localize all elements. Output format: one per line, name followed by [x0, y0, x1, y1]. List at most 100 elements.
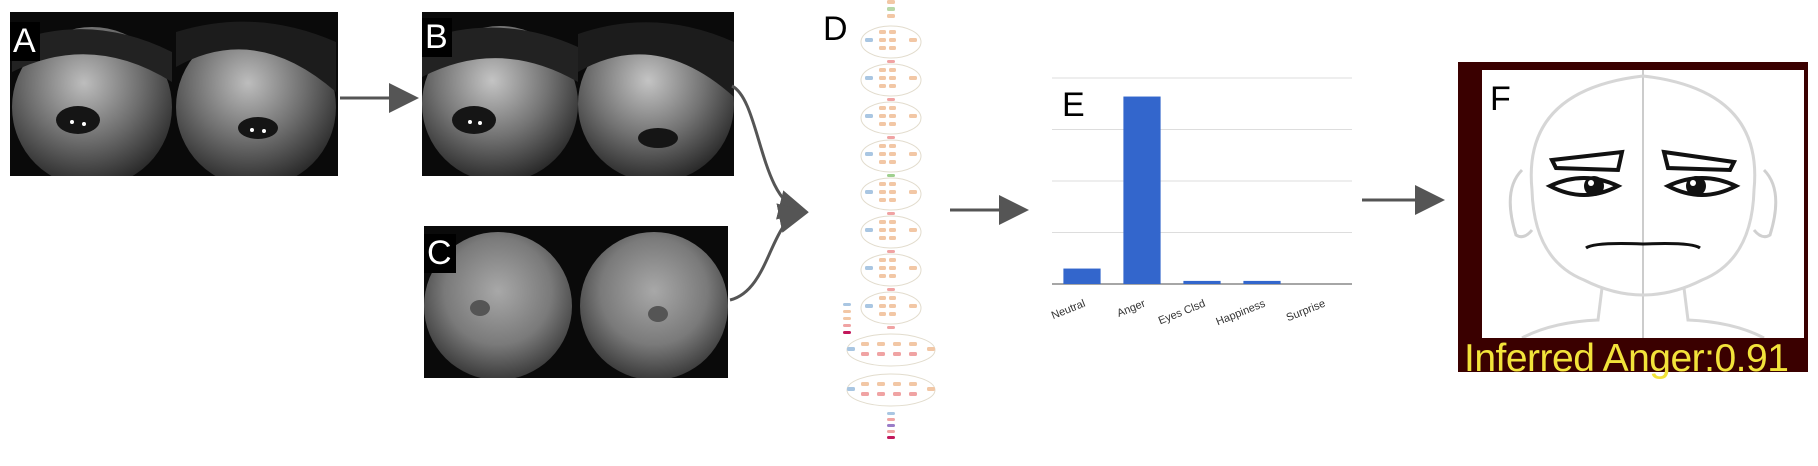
network-layer	[865, 38, 873, 42]
network-layer	[887, 60, 895, 63]
network-layer	[879, 312, 886, 316]
panel-f-avatar: Inferred Anger:0.91	[1458, 62, 1808, 378]
network-layer	[909, 382, 917, 386]
bar-neutral	[1063, 268, 1101, 284]
network-layer	[887, 98, 895, 101]
network-layer	[909, 38, 917, 42]
network-layer	[893, 382, 901, 386]
network-layer	[879, 160, 886, 164]
network-layer	[879, 220, 886, 224]
network-layer	[889, 198, 896, 202]
network-layer	[879, 106, 886, 110]
network-layer	[889, 84, 896, 88]
network-block	[860, 25, 922, 59]
avatar-face-drawing	[1508, 70, 1778, 338]
network-layer	[893, 342, 901, 346]
panel-b-cropped-eyes	[422, 12, 734, 176]
network-layer	[877, 342, 885, 346]
network-layer	[887, 0, 895, 4]
bar-eyes-clsd	[1183, 280, 1221, 284]
network-layer	[909, 304, 917, 308]
network-layer	[879, 296, 886, 300]
network-layer	[877, 392, 885, 396]
network-layer	[879, 198, 886, 202]
network-diagram	[843, 0, 936, 439]
network-layer	[861, 392, 869, 396]
network-layer	[889, 152, 896, 156]
network-layer	[889, 106, 896, 110]
network-block	[860, 139, 922, 173]
network-layer	[927, 347, 935, 351]
network-layer	[889, 258, 896, 262]
network-layer	[877, 382, 885, 386]
network-layer	[889, 68, 896, 72]
network-layer	[879, 182, 886, 186]
network-layer	[843, 317, 851, 320]
network-block	[860, 101, 922, 135]
network-layer	[889, 220, 896, 224]
network-layer	[889, 30, 896, 34]
eye-images-c	[424, 232, 728, 378]
network-layer	[879, 76, 886, 80]
network-layer	[909, 114, 917, 118]
panel-label-e: E	[1062, 86, 1085, 124]
eye-images-b	[422, 22, 734, 176]
panel-label-f: F	[1490, 80, 1511, 118]
network-layer	[887, 326, 895, 329]
network-layer	[879, 228, 886, 232]
network-layer	[889, 46, 896, 50]
network-layer	[909, 76, 917, 80]
network-layer	[909, 228, 917, 232]
panel-label-b: B	[422, 18, 452, 57]
network-layer	[865, 76, 873, 80]
network-layer	[879, 30, 886, 34]
network-layer	[887, 7, 895, 11]
network-layer	[879, 236, 886, 240]
network-layer	[879, 38, 886, 42]
network-layer	[889, 38, 896, 42]
eye-images-a	[12, 21, 336, 176]
network-layer	[847, 347, 855, 351]
bar-happiness	[1243, 280, 1281, 284]
arrow-c-to-d	[729, 203, 809, 302]
network-layer	[843, 310, 851, 313]
panel-label-c: C	[424, 234, 456, 273]
network-block	[860, 291, 922, 325]
arrow-b-to-d	[731, 84, 809, 220]
network-block	[860, 177, 922, 211]
network-layer	[887, 424, 895, 427]
network-layer	[889, 182, 896, 186]
network-layer	[843, 324, 851, 327]
network-layer	[879, 190, 886, 194]
network-layer	[865, 266, 873, 270]
panel-a-raw-eyes	[10, 12, 338, 176]
network-layer	[909, 342, 917, 346]
network-layer	[909, 152, 917, 156]
network-layer	[887, 418, 895, 421]
network-layer	[879, 152, 886, 156]
network-layer	[887, 288, 895, 291]
network-layer	[879, 266, 886, 270]
network-layer	[865, 228, 873, 232]
network-layer	[889, 144, 896, 148]
network-layer	[889, 190, 896, 194]
network-block	[846, 333, 936, 367]
network-layer	[887, 212, 895, 215]
network-layer	[847, 387, 855, 391]
network-layer	[889, 236, 896, 240]
panel-c-ir-eyes	[424, 226, 728, 378]
network-layer	[843, 303, 851, 306]
network-layer	[887, 14, 895, 18]
network-layer	[879, 46, 886, 50]
network-layer	[879, 258, 886, 262]
network-layer	[889, 274, 896, 278]
network-layer	[909, 352, 917, 356]
network-layer	[879, 144, 886, 148]
network-layer	[861, 352, 869, 356]
network-layer	[877, 352, 885, 356]
network-layer	[909, 190, 917, 194]
network-layer	[865, 190, 873, 194]
network-layer	[879, 122, 886, 126]
network-layer	[887, 430, 895, 433]
